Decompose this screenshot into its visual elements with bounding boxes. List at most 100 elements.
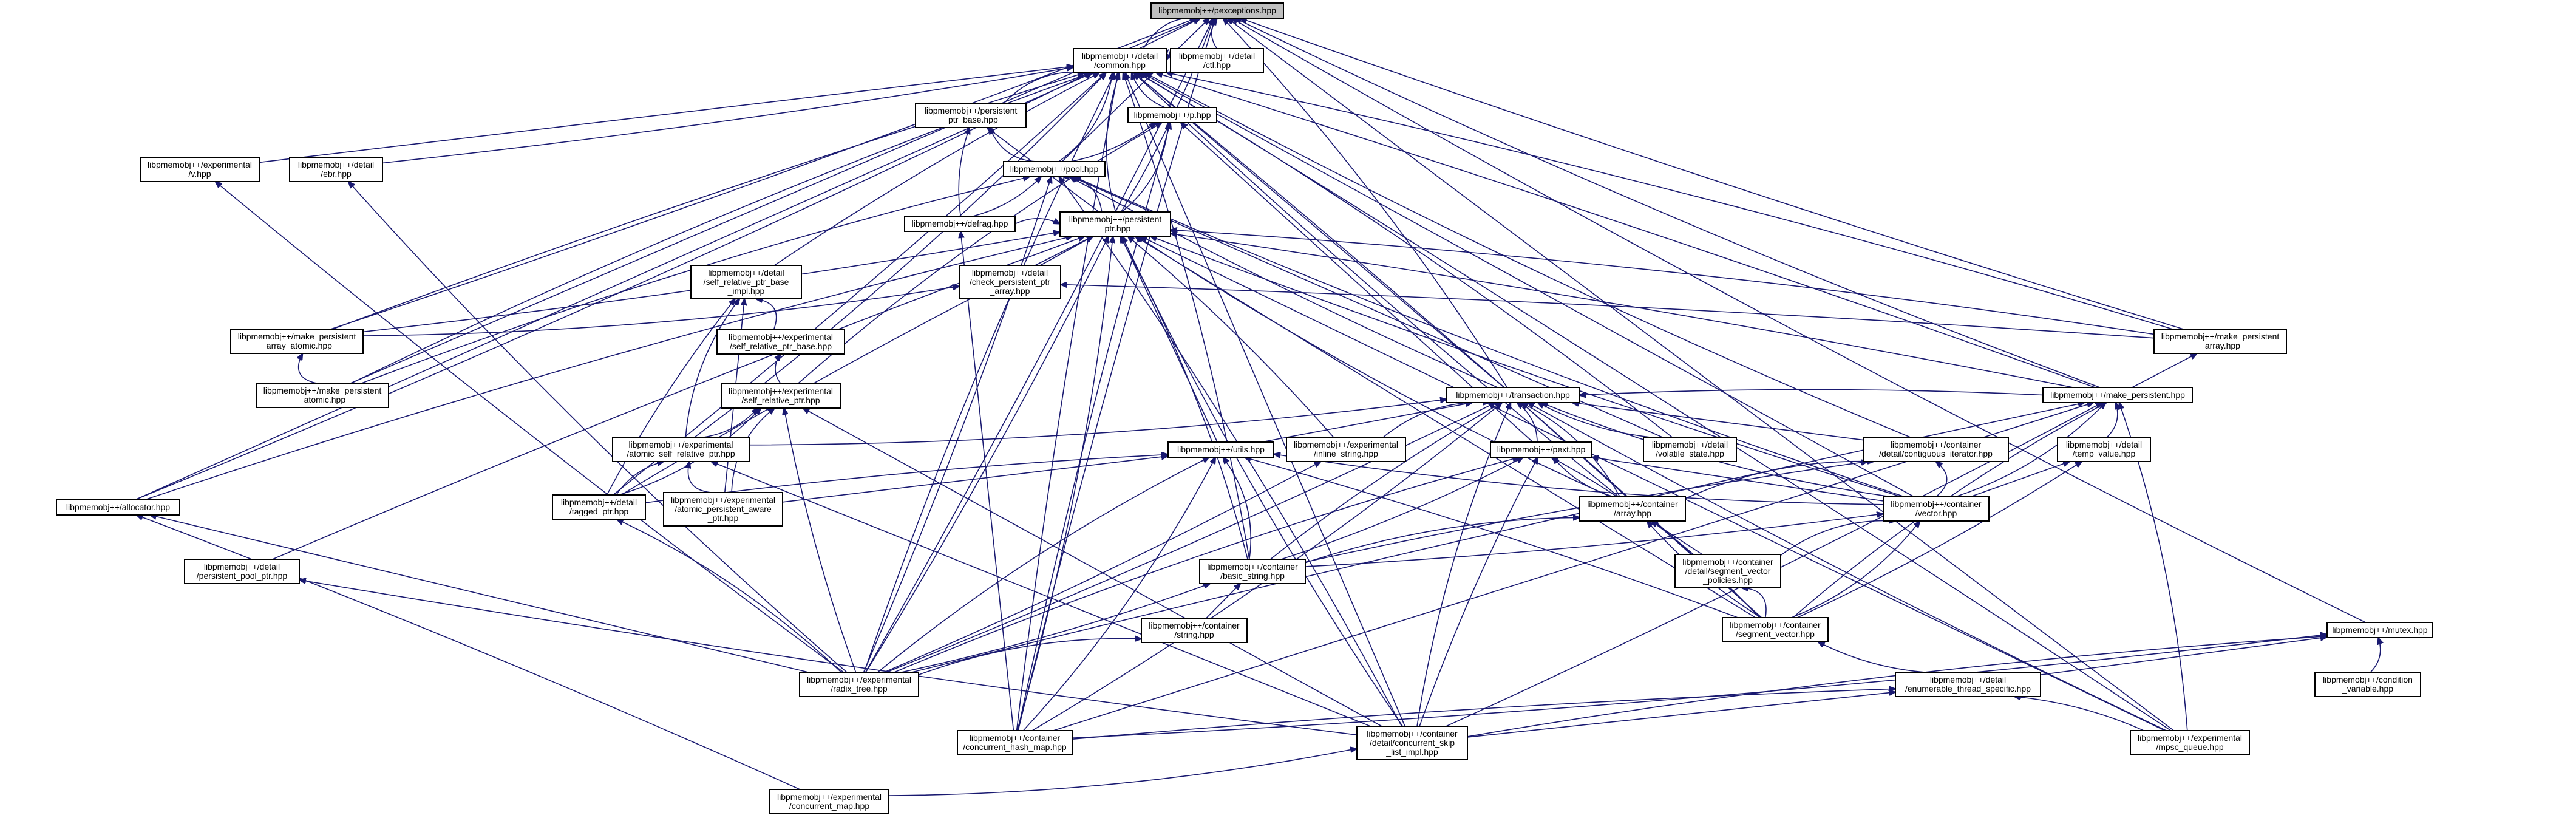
node-ctl[interactable]: libpmemobj++/detail/ctl.hpp: [1170, 48, 1264, 73]
node-label: /detail/segment_vector: [1685, 566, 1771, 576]
node-box[interactable]: [1003, 161, 1106, 177]
node-contiguous-iterator[interactable]: libpmemobj++/container/detail/contiguous…: [1863, 437, 2009, 462]
node-box[interactable]: [1286, 437, 1406, 462]
node-box[interactable]: [2042, 387, 2193, 403]
edge-radix-tree-to-utils: [877, 457, 1209, 673]
node-inline-string[interactable]: libpmemobj++/experimental/inline_string.…: [1286, 437, 1406, 462]
node-box[interactable]: [915, 103, 1027, 128]
node-box[interactable]: [2057, 437, 2151, 462]
node-box[interactable]: [799, 672, 919, 697]
node-atomic-persistent-aware-ptr[interactable]: libpmemobj++/experimental/atomic_persist…: [663, 492, 783, 527]
node-concurrent-skip-list-impl[interactable]: libpmemobj++/container/detail/concurrent…: [1356, 726, 1468, 760]
node-ebr[interactable]: libpmemobj++/detail/ebr.hpp: [289, 157, 383, 182]
node-concurrent-map[interactable]: libpmemobj++/experimental/concurrent_map…: [769, 789, 889, 814]
node-make-persistent-atomic[interactable]: libpmemobj++/make_persistent_atomic.hpp: [256, 383, 389, 408]
node-box[interactable]: [1722, 617, 1829, 642]
node-box[interactable]: [1127, 107, 1217, 123]
edge-array-to-pext: [1553, 457, 1614, 497]
node-concurrent-hash-map[interactable]: libpmemobj++/container/concurrent_hash_m…: [957, 730, 1073, 755]
node-v[interactable]: libpmemobj++/experimental/v.hpp: [140, 157, 260, 182]
node-box[interactable]: [256, 383, 389, 408]
node-box[interactable]: [1073, 48, 1167, 73]
node-transaction[interactable]: libpmemobj++/transaction.hpp: [1446, 387, 1580, 403]
node-self-relative-ptr[interactable]: libpmemobj++/experimental/self_relative_…: [721, 383, 841, 409]
node-self-relative-ptr-base-impl[interactable]: libpmemobj++/detail/self_relative_ptr_ba…: [690, 265, 802, 299]
node-box[interactable]: [1059, 211, 1171, 237]
node-box[interactable]: [1579, 496, 1686, 522]
node-array[interactable]: libpmemobj++/container/array.hpp: [1579, 496, 1686, 522]
node-box[interactable]: [1446, 387, 1580, 403]
node-box[interactable]: [959, 265, 1061, 299]
node-condition-variable[interactable]: libpmemobj++/condition_variable.hpp: [2314, 672, 2421, 697]
node-box[interactable]: [2314, 672, 2421, 697]
node-box[interactable]: [1170, 48, 1264, 73]
node-box[interactable]: [663, 492, 783, 527]
node-box[interactable]: [140, 157, 260, 182]
node-box[interactable]: [1643, 437, 1737, 462]
node-box[interactable]: [230, 329, 364, 354]
node-box[interactable]: [2130, 730, 2250, 755]
node-persistent-ptr-base[interactable]: libpmemobj++/persistent_ptr_base.hpp: [915, 103, 1027, 128]
node-vector[interactable]: libpmemobj++/container/vector.hpp: [1883, 496, 1990, 522]
node-box[interactable]: [716, 329, 845, 355]
node-make-persistent[interactable]: libpmemobj++/make_persistent.hpp: [2042, 387, 2193, 403]
node-box[interactable]: [769, 789, 889, 814]
node-pext[interactable]: libpmemobj++/pext.hpp: [1490, 441, 1592, 458]
node-box[interactable]: [289, 157, 383, 182]
node-segment-vector[interactable]: libpmemobj++/container/segment_vector.hp…: [1722, 617, 1829, 642]
node-box[interactable]: [2326, 622, 2433, 638]
edge-basic-string-to-array: [1305, 517, 1580, 564]
node-utils[interactable]: libpmemobj++/utils.hpp: [1167, 441, 1274, 458]
node-pexceptions[interactable]: libpmemobj++/pexceptions.hpp: [1150, 2, 1284, 19]
node-common[interactable]: libpmemobj++/detail/common.hpp: [1073, 48, 1167, 73]
node-radix-tree[interactable]: libpmemobj++/experimental/radix_tree.hpp: [799, 672, 919, 697]
node-label: libpmemobj++/detail: [708, 268, 784, 278]
node-box[interactable]: [1167, 441, 1274, 458]
node-volatile-state[interactable]: libpmemobj++/detail/volatile_state.hpp: [1643, 437, 1737, 462]
node-box[interactable]: [1356, 726, 1468, 760]
node-box[interactable]: [1150, 2, 1284, 19]
node-box[interactable]: [1674, 554, 1781, 588]
node-mutex[interactable]: libpmemobj++/mutex.hpp: [2326, 622, 2433, 638]
node-label: libpmemobj++/condition: [2323, 675, 2413, 684]
node-box[interactable]: [1863, 437, 2009, 462]
node-box[interactable]: [690, 265, 802, 299]
node-basic-string[interactable]: libpmemobj++/container/basic_string.hpp: [1199, 559, 1306, 584]
node-temp-value[interactable]: libpmemobj++/detail/temp_value.hpp: [2057, 437, 2151, 462]
node-box[interactable]: [1199, 559, 1306, 584]
node-pool[interactable]: libpmemobj++/pool.hpp: [1003, 161, 1106, 177]
node-label: libpmemobj++/experimental: [629, 440, 733, 449]
edge-tagged-ptr-to-atomic-self-relative-ptr: [616, 462, 664, 496]
node-box[interactable]: [1883, 496, 1990, 522]
node-string[interactable]: libpmemobj++/container/string.hpp: [1141, 618, 1248, 643]
node-make-persistent-array[interactable]: libpmemobj++/make_persistent_array.hpp: [2153, 329, 2287, 354]
node-self-relative-ptr-base[interactable]: libpmemobj++/experimental/self_relative_…: [716, 329, 845, 355]
node-persistent-ptr[interactable]: libpmemobj++/persistent_ptr.hpp: [1059, 211, 1171, 237]
node-box[interactable]: [1490, 441, 1592, 458]
node-box[interactable]: [56, 499, 180, 516]
node-box[interactable]: [1141, 618, 1248, 643]
node-box[interactable]: [552, 494, 646, 520]
node-enumerable-thread-specific[interactable]: libpmemobj++/detail/enumerable_thread_sp…: [1895, 672, 2041, 697]
node-segment-vector-policies[interactable]: libpmemobj++/container/detail/segment_ve…: [1674, 554, 1781, 588]
node-persistent-pool-ptr[interactable]: libpmemobj++/detail/persistent_pool_ptr.…: [184, 559, 300, 584]
node-allocator[interactable]: libpmemobj++/allocator.hpp: [56, 499, 180, 516]
node-box[interactable]: [2153, 329, 2287, 354]
node-box[interactable]: [904, 216, 1016, 232]
node-tagged-ptr[interactable]: libpmemobj++/detail/tagged_ptr.hpp: [552, 494, 646, 520]
node-p[interactable]: libpmemobj++/p.hpp: [1127, 107, 1217, 123]
node-label: _atomic.hpp: [299, 395, 345, 404]
node-label: /temp_value.hpp: [2073, 449, 2136, 458]
node-box[interactable]: [184, 559, 300, 584]
node-box[interactable]: [721, 383, 841, 409]
node-label: _array.hpp: [990, 286, 1030, 296]
node-box[interactable]: [612, 437, 750, 462]
node-mpsc-queue[interactable]: libpmemobj++/experimental/mpsc_queue.hpp: [2130, 730, 2250, 755]
node-make-persistent-array-atomic[interactable]: libpmemobj++/make_persistent_array_atomi…: [230, 329, 364, 354]
node-atomic-self-relative-ptr[interactable]: libpmemobj++/experimental/atomic_self_re…: [612, 437, 750, 462]
node-box[interactable]: [957, 730, 1073, 755]
node-box[interactable]: [1895, 672, 2041, 697]
edge-allocator-to-common: [135, 73, 1093, 500]
node-defrag[interactable]: libpmemobj++/defrag.hpp: [904, 216, 1016, 232]
node-check-persistent-ptr-array[interactable]: libpmemobj++/detail/check_persistent_ptr…: [959, 265, 1061, 299]
